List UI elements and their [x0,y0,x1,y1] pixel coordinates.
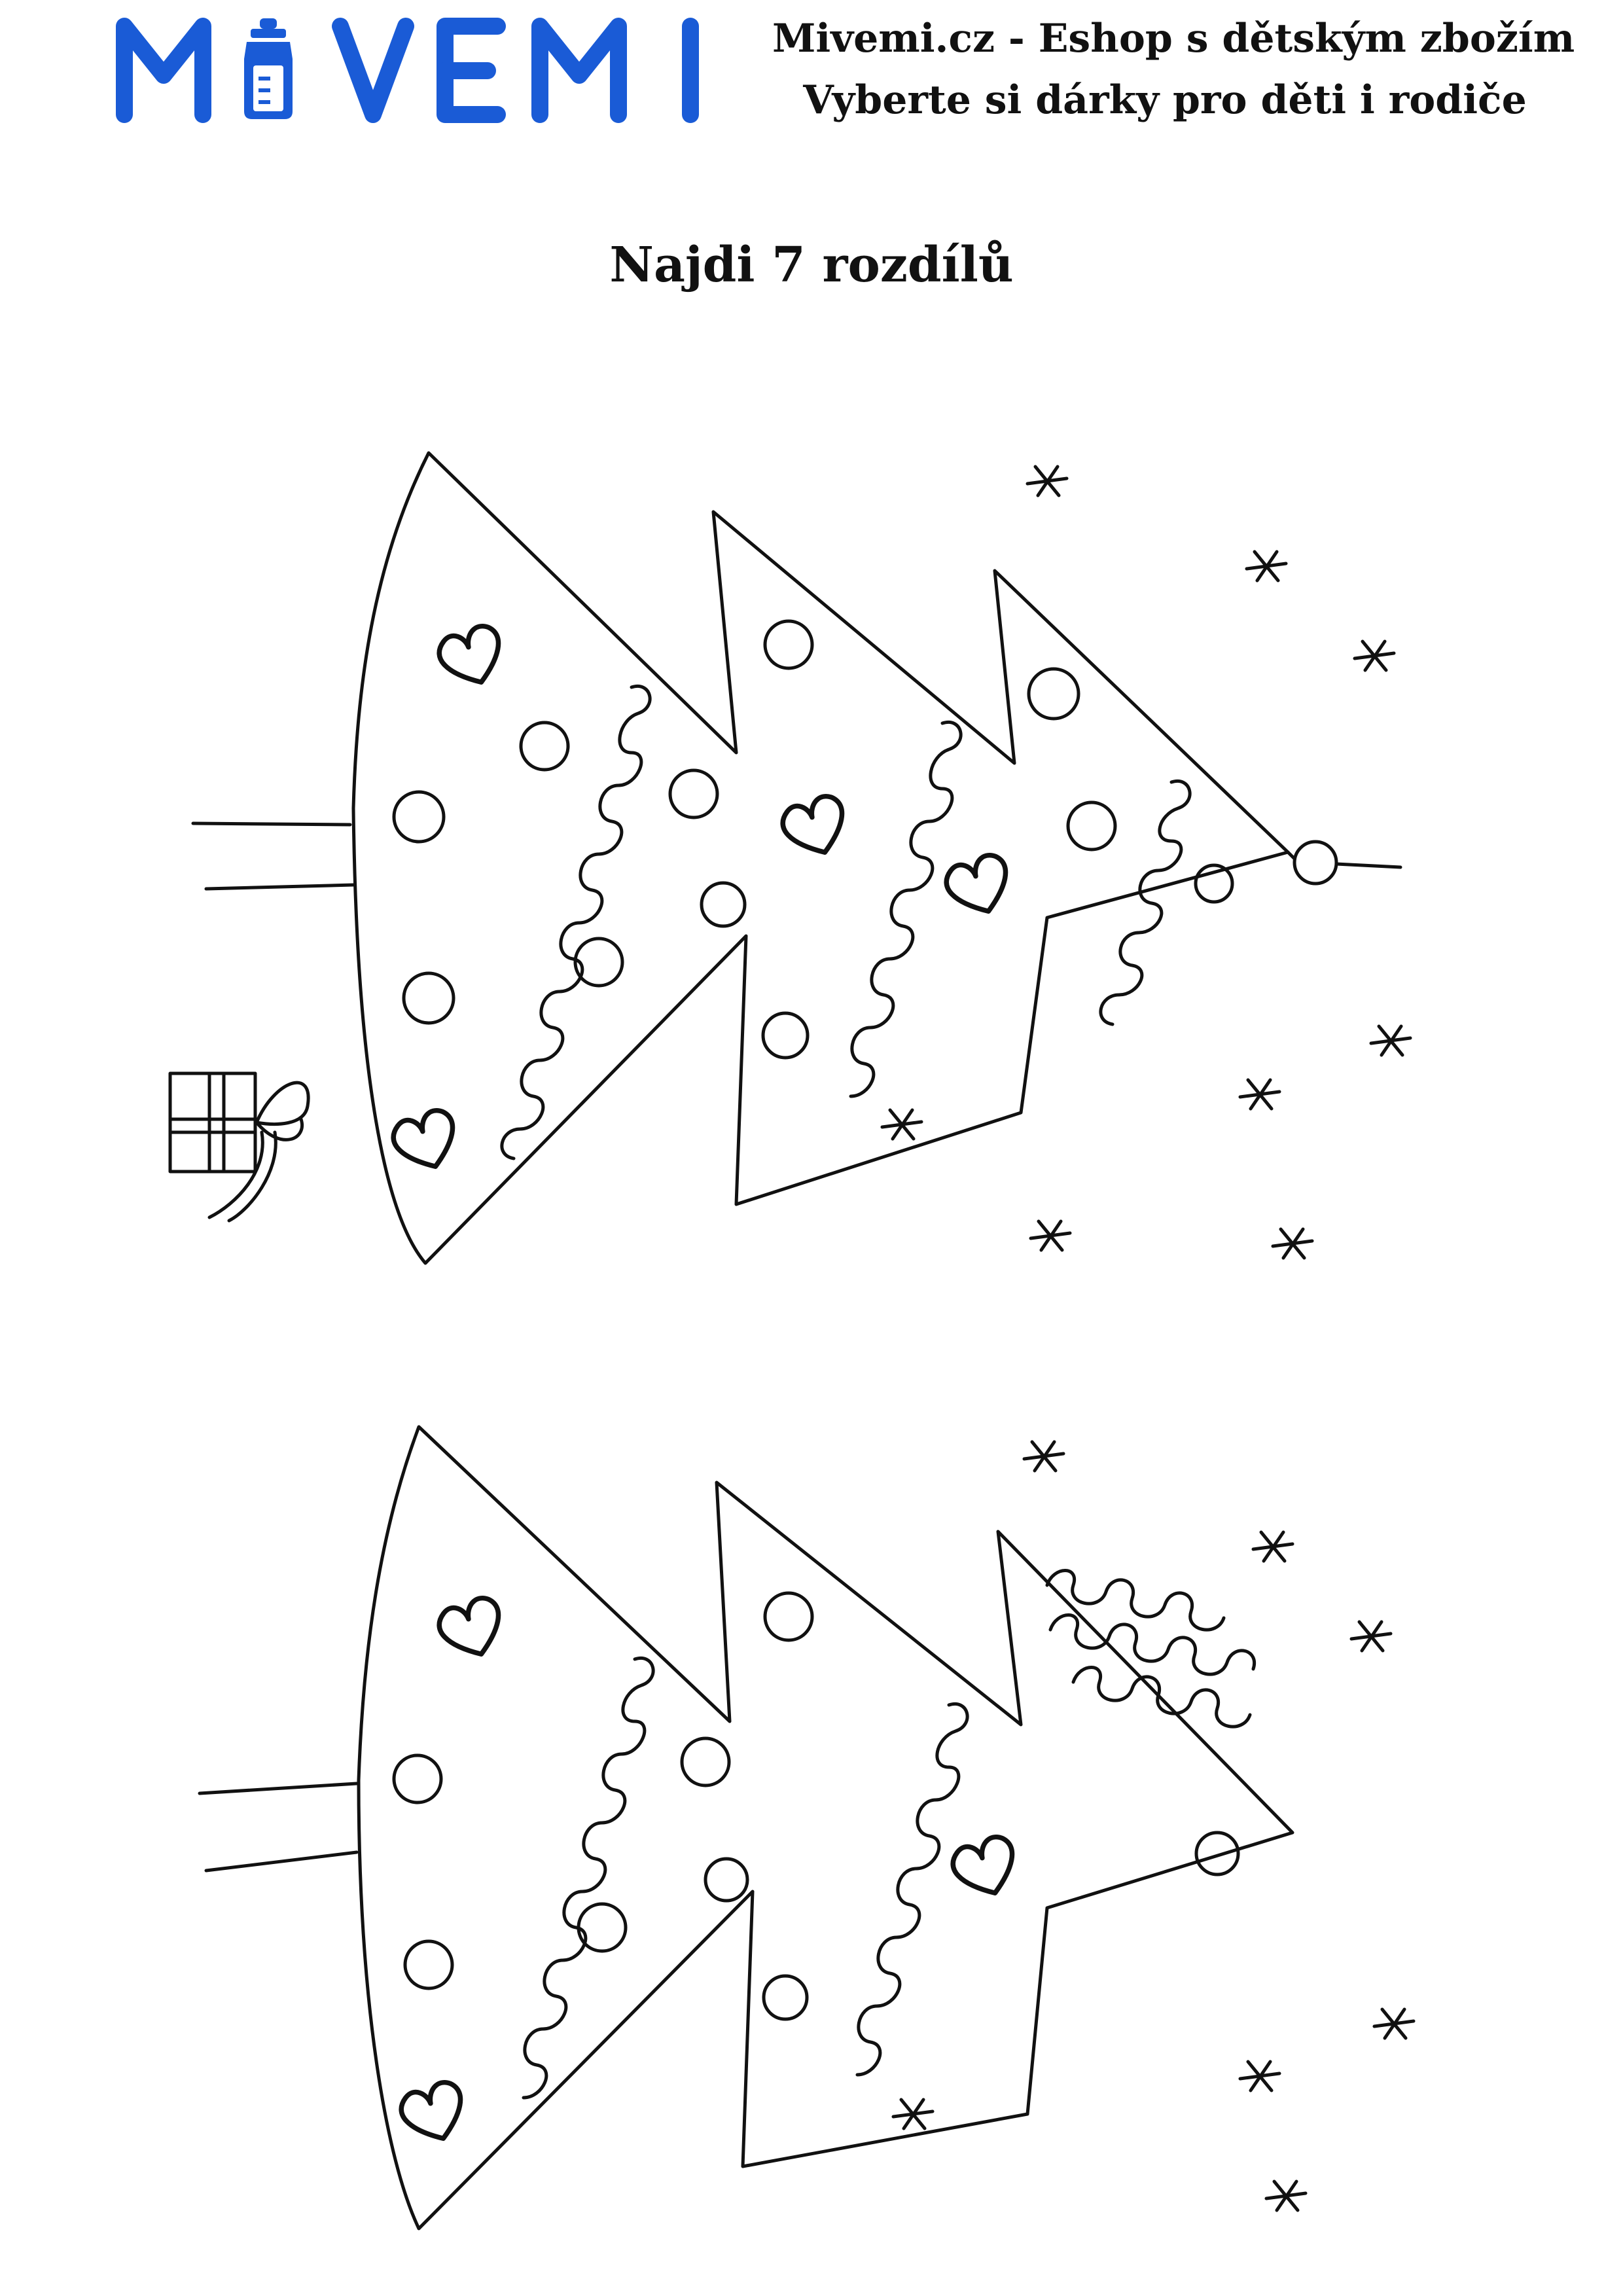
shop-tagline-line-1: Mivemi.cz - Eshop s dětským zbožím [772,16,1575,62]
bottom-garland-1 [522,1656,655,2100]
bottom-tree-trunk [198,1782,359,1873]
shop-tagline-line-2: Vyberte si dárky pro děti i rodiče [803,77,1527,123]
shop-tagline: Mivemi.cz - Eshop s dětským zbožím Vyber… [772,8,1575,131]
bottom-tree-ornaments [392,1593,1240,2149]
top-tree-topper [1286,840,1402,886]
top-picture [168,451,1410,1265]
top-garland-1 [500,684,652,1160]
bottom-garland-2 [855,1702,969,2077]
top-snowflakes [882,467,1410,1258]
top-tree-trunk [191,821,355,891]
top-tree-outline [351,451,1290,1265]
mivemi-logo [116,18,699,123]
worksheet-title: Najdi 7 rozdílů [609,237,1014,293]
top-tree-ornaments [389,621,1234,1177]
bottom-garland-3 [1045,1569,1257,1729]
bottom-tree-outline [357,1425,1294,2231]
top-garland-3 [1099,779,1192,1026]
top-garland-2 [849,720,963,1098]
baby-bottle-icon [244,18,293,119]
bottom-picture [198,1425,1414,2231]
gift-icon [168,1071,310,1223]
bottom-snowflakes [893,1442,1414,2210]
